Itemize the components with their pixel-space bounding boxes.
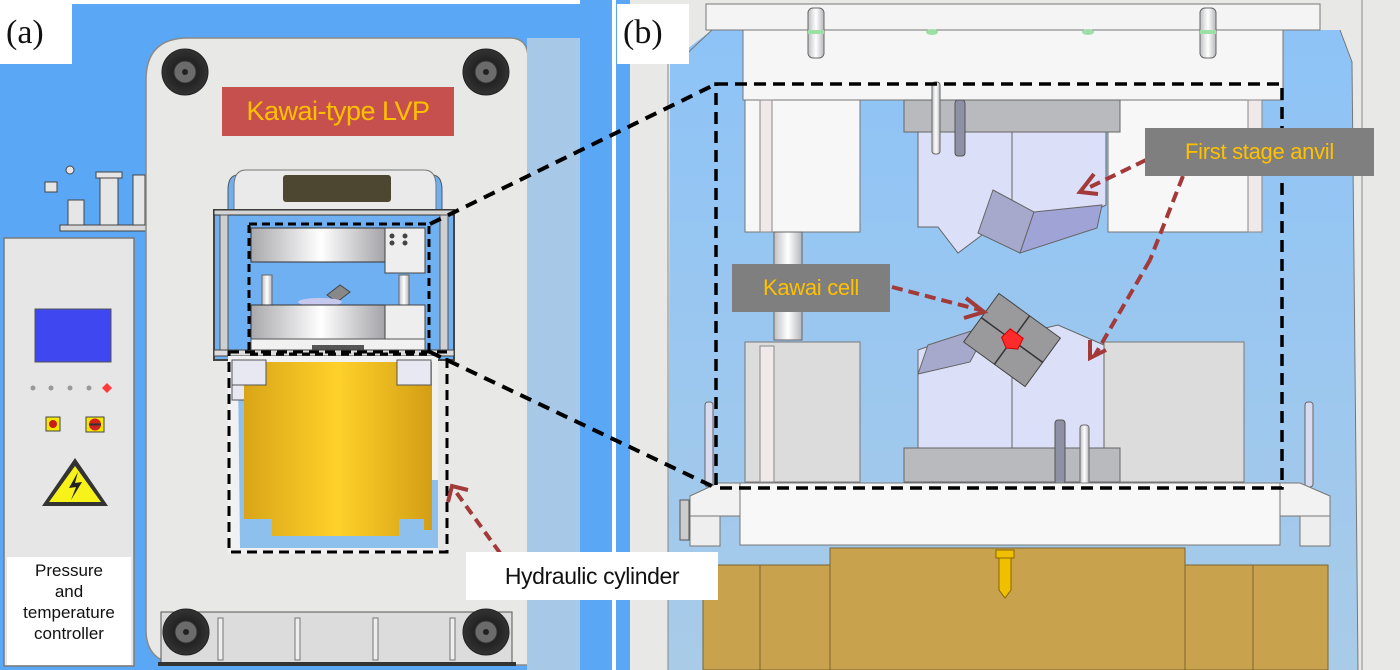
indicator-lights [30, 383, 112, 393]
first-stage-anvil-callout: First stage anvil [1145, 128, 1374, 176]
controller-label-line: controller [34, 624, 104, 643]
press-frame [145, 37, 529, 666]
panel-a [0, 0, 612, 670]
bolt [931, 81, 966, 157]
panel-b-tag: (b) [617, 4, 689, 64]
controller-label-line: and [54, 582, 84, 601]
kawai-lvp-callout: Kawai-type LVP [222, 87, 454, 136]
piston-pin [995, 549, 1015, 599]
hydraulic-arrow [446, 483, 502, 555]
first-stage-arrow-2 [1148, 175, 1185, 261]
zoom-connector-lines [429, 82, 717, 490]
hydraulic-cylinder-callout: Hydraulic cylinder [466, 552, 718, 600]
guide-pin [807, 7, 825, 59]
zoom-region-box [714, 82, 1284, 490]
press-display [283, 175, 391, 202]
controller-screen [34, 308, 112, 363]
controller-label: Pressure and temperature controller [7, 560, 131, 644]
controller-label-line: Pressure [34, 561, 104, 580]
bearing-icon [462, 48, 510, 96]
kawai-cell [962, 292, 1062, 388]
bearing-icon [161, 48, 209, 96]
hydraulic-cylinder [244, 362, 432, 536]
controller-fittings [44, 165, 149, 232]
panel-a-tag: (a) [0, 4, 72, 64]
kawai-cell-callout: Kawai cell [732, 264, 890, 312]
selector-switch-icon [85, 416, 105, 433]
first-stage-arrow-1 [1089, 158, 1147, 189]
controller-label-line: temperature [23, 603, 115, 622]
high-voltage-warning-icon [42, 458, 108, 506]
bearing-icon [162, 608, 210, 656]
kawai-cell-arrow [891, 285, 981, 312]
bearing-icon [462, 608, 510, 656]
bolt [1054, 419, 1090, 502]
guide-pin [1199, 7, 1217, 59]
stop-button-icon [45, 416, 61, 432]
side-pin [704, 401, 1314, 488]
panel-b [616, 0, 1400, 670]
